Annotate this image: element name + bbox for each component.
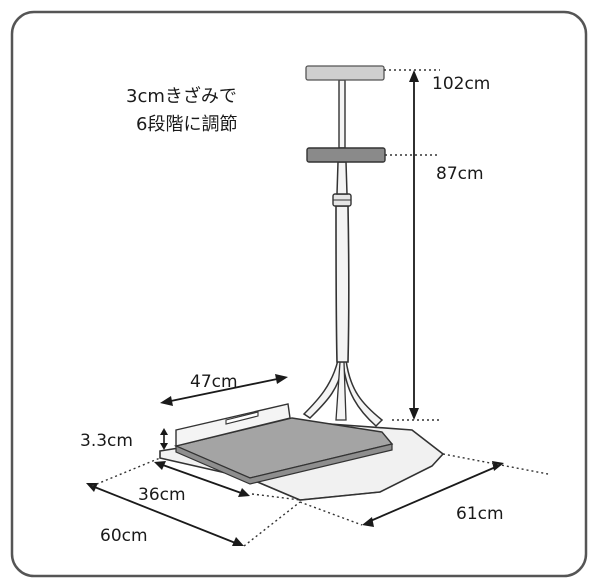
pole-upper — [336, 161, 348, 195]
pole-lower — [335, 205, 350, 363]
base-plate-edge — [247, 465, 433, 501]
pole-leg-right — [342, 358, 384, 428]
width-top-arrow — [165, 377, 283, 403]
handle-high — [305, 65, 385, 81]
label-width-top: 47cm — [190, 372, 238, 392]
handle-low — [306, 147, 386, 163]
depth-top-arrow — [159, 463, 245, 495]
label-depth-top: 36cm — [138, 485, 186, 505]
frame-border — [10, 10, 588, 578]
platform-slot — [225, 411, 259, 425]
pole-upper-extended — [338, 79, 346, 149]
platform-side — [175, 443, 393, 485]
label-height-max: 102cm — [432, 74, 490, 94]
label-height-min: 87cm — [436, 164, 484, 184]
note-line-2: 6段階に調節 — [136, 114, 237, 135]
note-line-1: 3cmきざみで — [126, 85, 237, 107]
label-base-width: 61cm — [456, 504, 504, 524]
base-width-arrow — [367, 465, 499, 523]
label-step-height: 3.3cm — [80, 431, 133, 451]
label-base-depth: 60cm — [100, 526, 148, 546]
base-depth-arrow — [91, 485, 239, 545]
platform-back-rail — [175, 403, 291, 447]
